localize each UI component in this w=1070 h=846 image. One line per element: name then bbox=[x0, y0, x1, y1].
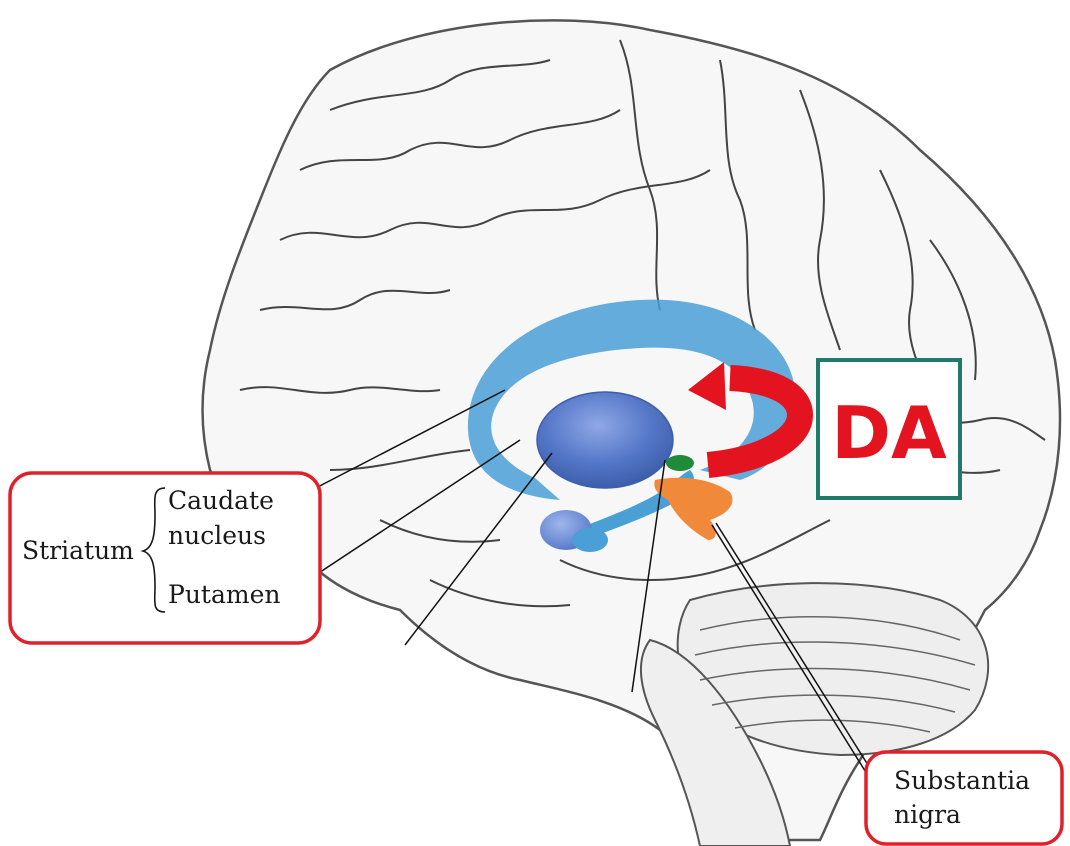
putamen-label: Putamen bbox=[168, 580, 280, 609]
green-nucleus bbox=[666, 455, 694, 471]
putamen bbox=[537, 392, 673, 488]
dopamine-box: DA bbox=[818, 360, 960, 498]
substantia-label-line1: Substantia bbox=[894, 766, 1030, 795]
tail-bulb bbox=[572, 528, 608, 552]
striatum-label: Striatum bbox=[22, 536, 134, 565]
caudate-label-line2: nucleus bbox=[168, 521, 266, 550]
striatum-callout: Striatum Caudate nucleus Putamen bbox=[10, 473, 320, 643]
dopamine-label: DA bbox=[831, 391, 947, 475]
substantia-label-line2: nigra bbox=[894, 800, 961, 829]
caudate-label-line1: Caudate bbox=[168, 486, 274, 515]
substantia-nigra-callout: Substantia nigra bbox=[866, 752, 1062, 844]
